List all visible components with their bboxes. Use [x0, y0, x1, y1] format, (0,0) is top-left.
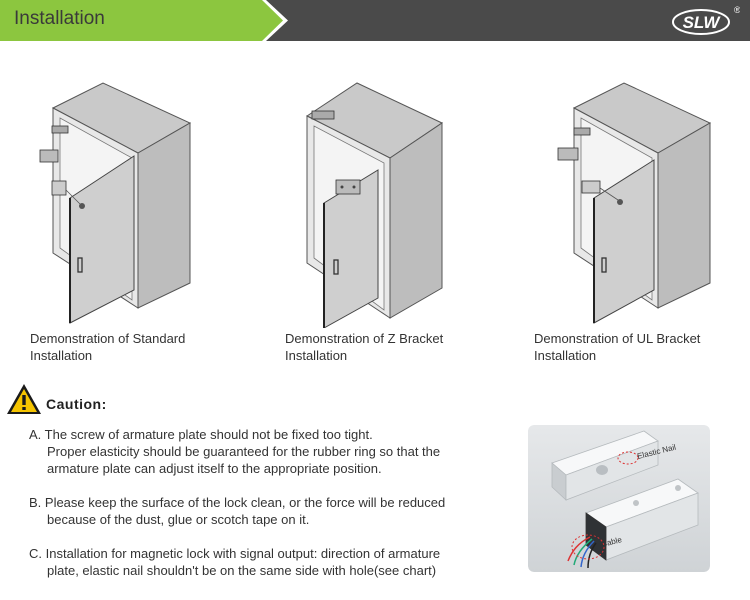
- logo-text: SLW: [683, 13, 722, 32]
- caption-line: Demonstration of UL Bracket: [534, 331, 701, 346]
- caption-line: Demonstration of Standard: [30, 331, 186, 346]
- registered-mark: ®: [734, 5, 740, 15]
- caution-title: Caution:: [46, 396, 107, 412]
- caption-line: Installation: [285, 348, 348, 363]
- header-title-tab: [0, 0, 288, 41]
- warning-icon: [7, 384, 41, 414]
- magnetic-lock-photo: Elastic Nail Cable: [528, 425, 710, 572]
- note-line: armature plate can adjust itself to the …: [47, 461, 382, 476]
- caution-note-b: B. Please keep the surface of the lock c…: [29, 494, 499, 528]
- figure-caption-z-bracket: Demonstration of Z Bracket Installation: [285, 330, 443, 364]
- page-title: Installation: [14, 8, 105, 29]
- standard-installation-illustration: [39, 82, 192, 324]
- header-bar: Installation SLW ®: [0, 0, 750, 41]
- note-line: because of the dust, glue or scotch tape…: [47, 512, 310, 527]
- caption-line: Installation: [30, 348, 93, 363]
- ul-bracket-installation-illustration: [557, 82, 712, 324]
- caution-note-c: C. Installation for magnetic lock with s…: [29, 545, 499, 579]
- caption-line: Installation: [534, 348, 597, 363]
- brand-logo: SLW ®: [672, 5, 740, 35]
- note-line: Proper elasticity should be guaranteed f…: [47, 444, 441, 459]
- note-line: plate, elastic nail shouldn't be on the …: [47, 563, 437, 578]
- note-line: B. Please keep the surface of the lock c…: [29, 495, 446, 510]
- figure-caption-ul-bracket: Demonstration of UL Bracket Installation: [534, 330, 700, 364]
- figure-caption-standard: Demonstration of Standard Installation: [30, 330, 185, 364]
- caution-note-a: A. The screw of armature plate should no…: [29, 426, 499, 477]
- z-bracket-installation-illustration: [306, 82, 444, 328]
- note-line: C. Installation for magnetic lock with s…: [29, 546, 441, 561]
- note-line: A. The screw of armature plate should no…: [29, 427, 373, 442]
- caption-line: Demonstration of Z Bracket: [285, 331, 444, 346]
